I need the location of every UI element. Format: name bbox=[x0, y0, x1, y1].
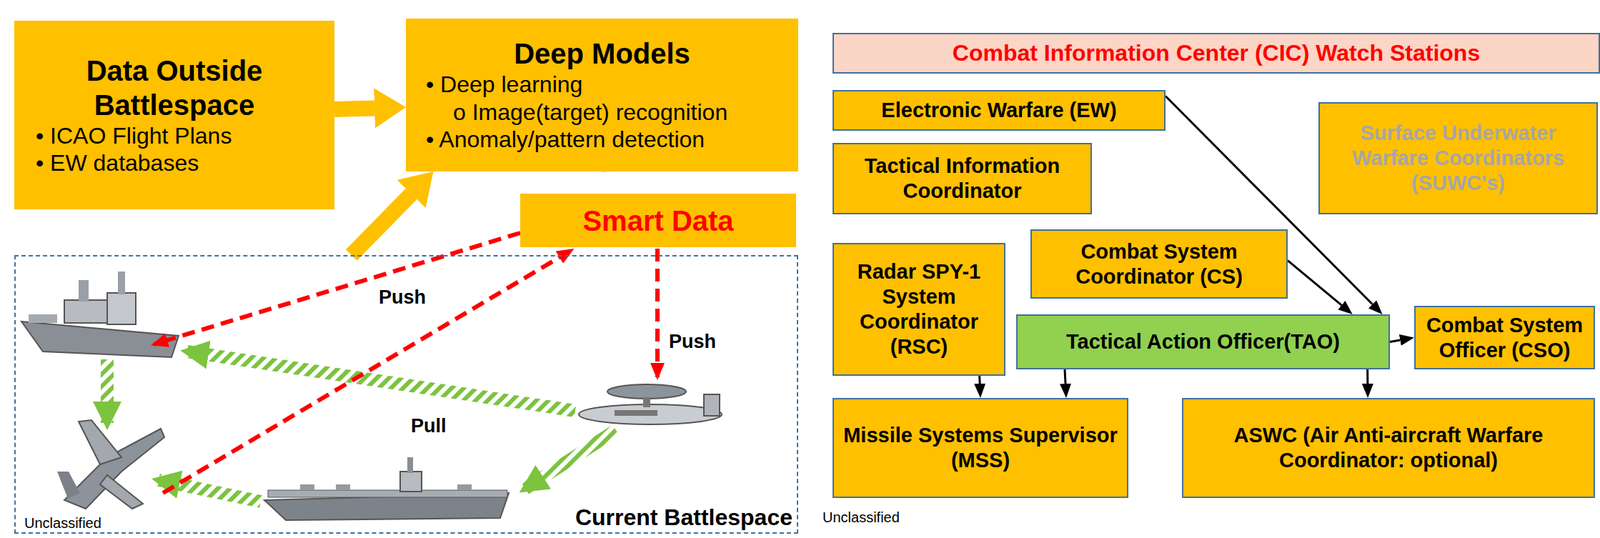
link-label: Pull bbox=[410, 414, 447, 438]
node-heading: Smart Data bbox=[527, 203, 789, 238]
smart-data-box: Smart Data bbox=[520, 193, 797, 248]
model-box: Deep Models• Deep learningo Image(target… bbox=[405, 18, 799, 172]
watch-station-box: Combat System Officer (CSO) bbox=[1414, 305, 1595, 370]
node-heading: Data Outside Battlespace bbox=[25, 53, 324, 123]
fighter-jet bbox=[57, 420, 165, 509]
report-arrow bbox=[978, 375, 981, 384]
smart-data-link bbox=[153, 232, 658, 494]
link-label: Push bbox=[378, 285, 426, 309]
node-heading: Deep Models bbox=[415, 36, 789, 71]
node-heading: Combat System Officer (CSO) bbox=[1422, 312, 1587, 364]
node-heading: Missile Systems Supervisor (MSS) bbox=[841, 423, 1120, 474]
aircraft-carrier bbox=[264, 457, 509, 521]
source-box: Data Outside Battlespace• ICAO Flight Pl… bbox=[14, 20, 335, 210]
watch-station-box: Electronic Warfare (EW) bbox=[832, 90, 1166, 131]
watch-station-box: Combat System Coordinator (CS) bbox=[1030, 229, 1288, 299]
node-heading: Electronic Warfare (EW) bbox=[881, 97, 1117, 123]
node-text: • Anomaly/pattern detection bbox=[415, 125, 789, 153]
officer-box: Tactical Action Officer(TAO) bbox=[1016, 314, 1390, 370]
watch-station-box: ASWC (Air Anti-aircraft Warfare Coordina… bbox=[1181, 398, 1595, 499]
awacs-plane bbox=[578, 384, 722, 425]
watch-station-box: Surface Underwater Warfare Coordinators … bbox=[1318, 102, 1598, 215]
header-band: Combat Information Center (CIC) Watch St… bbox=[832, 32, 1600, 74]
node-heading: Combat System Coordinator (CS) bbox=[1039, 239, 1280, 290]
report-arrow bbox=[1287, 260, 1342, 306]
report-arrow bbox=[1366, 369, 1369, 384]
node-heading: Combat Information Center (CIC) Watch St… bbox=[952, 39, 1480, 67]
node-heading: Surface Underwater Warfare Coordinators … bbox=[1327, 120, 1590, 196]
flow-arrow bbox=[351, 193, 412, 256]
node-heading: Current Battlespace bbox=[575, 503, 793, 531]
node-text: • EW databases bbox=[25, 149, 324, 177]
node-heading: Tactical Action Officer(TAO) bbox=[1066, 329, 1340, 355]
node-text: o Image(target) recognition bbox=[415, 98, 789, 126]
node-heading: Radar SPY-1 System Coordinator (RSC) bbox=[841, 259, 997, 359]
watch-station-box: Radar SPY-1 System Coordinator (RSC) bbox=[832, 242, 1006, 376]
node-heading: ASWC (Air Anti-aircraft Warfare Coordina… bbox=[1190, 423, 1587, 474]
report-arrow bbox=[1389, 340, 1400, 343]
link-label: Push bbox=[668, 330, 717, 354]
node-heading: Tactical Information Coordinator bbox=[841, 153, 1084, 204]
watch-station-box: Missile Systems Supervisor (MSS) bbox=[832, 398, 1129, 499]
report-arrow bbox=[1064, 369, 1066, 384]
node-text: • Deep learning bbox=[415, 70, 789, 98]
flow-arrow bbox=[334, 107, 375, 110]
classification-mark: Unclassified bbox=[822, 508, 900, 526]
watch-station-box: Tactical Information Coordinator bbox=[832, 142, 1092, 215]
classification-mark: Unclassified bbox=[24, 514, 102, 532]
node-text: • ICAO Flight Plans bbox=[25, 122, 324, 150]
